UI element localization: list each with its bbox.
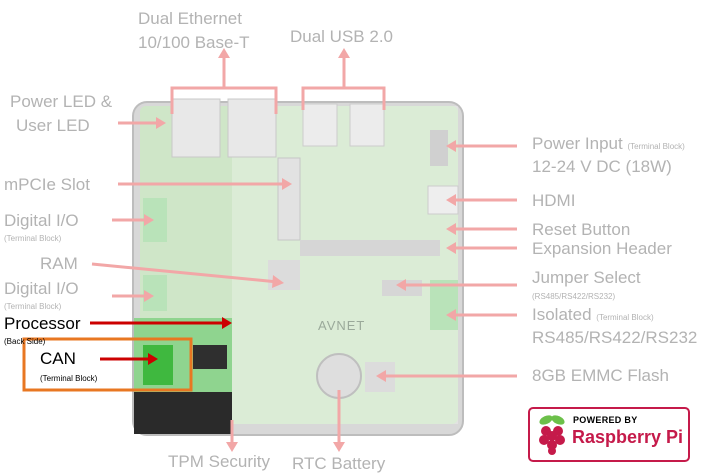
label-ram: RAM: [40, 254, 78, 273]
label-rtc-battery: RTC Battery: [292, 454, 386, 473]
label-emmc-flash: 8GB EMMC Flash: [532, 366, 669, 385]
label-mpcie-slot: mPCIe Slot: [4, 175, 90, 194]
board-brand: AVNET: [318, 318, 365, 333]
label-power-input-sub: (Terminal Block): [627, 142, 685, 151]
label-can: CAN: [40, 349, 76, 368]
label-power-input: Power Input (Terminal Block): [532, 134, 685, 157]
label-power-input-text: Power Input: [532, 134, 623, 153]
label-digital-io-2-sub: (Terminal Block): [4, 302, 62, 311]
ethernet-port-1: [171, 98, 221, 158]
label-can-sub: (Terminal Block): [40, 374, 98, 383]
label-digital-io-2: Digital I/O: [4, 279, 79, 298]
label-expansion-header: Expansion Header: [532, 239, 672, 258]
label-isolated-sub: (Terminal Block): [596, 313, 654, 322]
label-voltage: 12-24 V DC (18W): [532, 157, 672, 176]
power-input-connector: [430, 130, 448, 166]
mpcie-slot: [277, 157, 301, 241]
label-dual-ethernet-1: Dual Ethernet: [138, 9, 242, 28]
usb-port-1: [302, 103, 338, 147]
expansion-header: [300, 240, 440, 256]
label-dual-ethernet-2: 10/100 Base-T: [138, 33, 250, 52]
badge-raspberry-pi: Raspberry Pi: [572, 427, 684, 447]
label-processor: Processor: [4, 314, 81, 333]
label-tpm-security: TPM Security: [168, 452, 271, 471]
label-isolated-protocols: RS485/RS422/RS232: [532, 328, 698, 347]
badge-powered-by: POWERED BY: [573, 415, 638, 425]
label-reset-button: Reset Button: [532, 220, 631, 239]
label-jumper-sub: (RS485/RS422/RS232): [532, 292, 616, 301]
label-digital-io-1-sub: (Terminal Block): [4, 234, 62, 243]
label-power-led-2: User LED: [16, 116, 90, 135]
can-block: [143, 345, 173, 385]
label-processor-sub: (Back Side): [4, 337, 46, 346]
can-highlight-box: [22, 337, 193, 392]
label-jumper-select: Jumper Select: [532, 268, 641, 287]
label-power-led-1: Power LED &: [10, 92, 113, 111]
isolated-block: [430, 280, 458, 330]
label-digital-io-1: Digital I/O: [4, 211, 79, 230]
label-hdmi: HDMI: [532, 191, 576, 210]
label-dual-usb: Dual USB 2.0: [290, 27, 393, 46]
ethernet-port-2: [227, 98, 277, 158]
label-isolated: Isolated (Terminal Block): [532, 305, 654, 328]
label-isolated-text: Isolated: [532, 305, 592, 324]
powered-by-raspberry-pi-badge: POWERED BY Raspberry Pi: [528, 407, 690, 462]
raspberry-pi-logo-icon: [539, 415, 565, 455]
usb-port-2: [349, 103, 385, 147]
